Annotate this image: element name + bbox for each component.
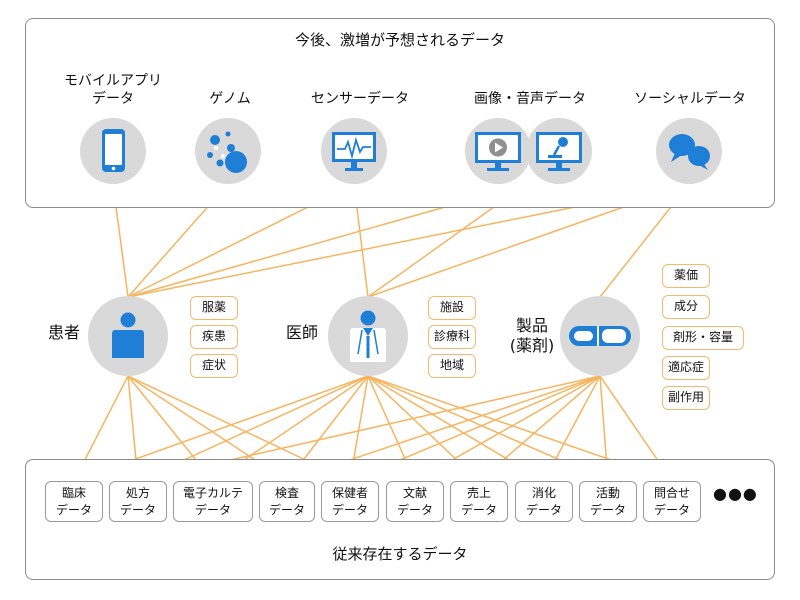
data-box-insurer: 保健者 データ	[321, 481, 379, 522]
video-node	[465, 118, 531, 184]
product-tag-indication: 適応症	[662, 356, 710, 380]
source-label-social: ソーシャルデータ	[634, 91, 746, 107]
smartphone-icon	[102, 129, 125, 172]
patient-tag-symptom: 症状	[190, 354, 238, 378]
doctor-node	[328, 296, 408, 376]
sensor-monitor-icon	[332, 132, 376, 171]
doctor-tag-region: 地域	[428, 354, 476, 378]
patient-icon	[112, 312, 144, 358]
patient-tag-disease: 疾患	[190, 325, 238, 349]
emerging-data-panel: 今後、激増が予想されるデータ	[25, 18, 775, 208]
doctor-label: 医師	[285, 323, 318, 342]
data-box-test: 検査 データ	[259, 481, 315, 522]
source-label-video-audio: 画像・音声データ	[474, 91, 586, 107]
source-label-genome: ゲノム	[209, 91, 251, 107]
video-monitor-icon	[475, 132, 521, 171]
existing-data-title: 従来存在するデータ	[332, 545, 468, 563]
more-items-ellipsis: ●●●	[713, 484, 758, 503]
mobile-app-node	[80, 118, 146, 184]
genome-node	[195, 118, 261, 184]
product-label: 製品 (薬剤)	[509, 316, 555, 355]
doctor-tag-department: 診療科	[428, 325, 476, 349]
microphone-monitor-icon	[536, 132, 582, 171]
genome-icon	[207, 131, 247, 173]
doctor-tag-facility: 施設	[428, 296, 476, 320]
doctor-icon	[350, 310, 386, 362]
patient-tag-medication: 服薬	[190, 296, 238, 320]
patient-label: 患者	[47, 323, 80, 342]
data-box-sales: 売上 データ	[450, 481, 508, 522]
emerging-data-title: 今後、激増が予想されるデータ	[294, 31, 505, 49]
data-box-activity: 活動 データ	[579, 481, 637, 522]
patient-node	[88, 296, 168, 376]
capsule-icon	[569, 326, 631, 346]
data-box-consumption: 消化 データ	[515, 481, 573, 522]
chat-bubbles-icon	[669, 134, 710, 170]
data-box-inquiry: 問合せ データ	[643, 481, 701, 522]
sensor-data-node	[321, 118, 387, 184]
data-box-literature: 文献 データ	[386, 481, 444, 522]
data-box-prescription: 処方 データ	[109, 481, 167, 522]
source-label-mobile: モバイルアプリ データ	[64, 73, 162, 107]
data-box-clinical: 臨床 データ	[45, 481, 103, 522]
product-tag-side-effect: 副作用	[662, 386, 710, 410]
product-tag-ingredient: 成分	[662, 295, 710, 319]
product-tag-price: 薬価	[662, 264, 710, 288]
data-box-ehr: 電子カルテ データ	[173, 481, 253, 522]
social-data-node	[656, 118, 722, 184]
product-tag-form-dose: 剤形・容量	[662, 326, 744, 350]
product-node	[560, 296, 640, 376]
source-label-sensor: センサーデータ	[311, 91, 409, 107]
audio-node	[526, 118, 592, 184]
